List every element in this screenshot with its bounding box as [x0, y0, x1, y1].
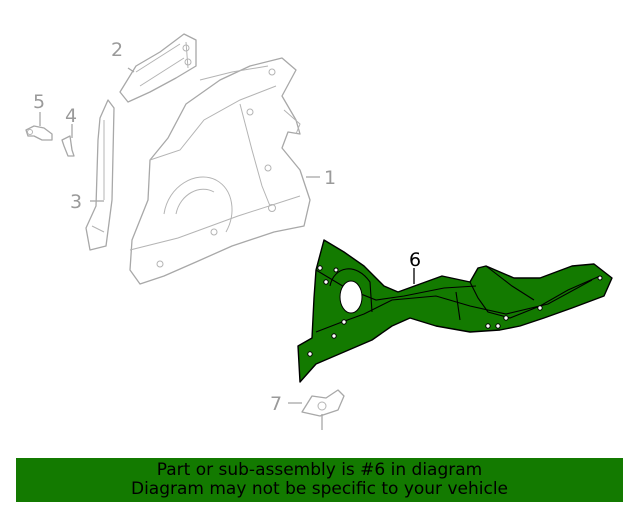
- callout-7: 7: [270, 393, 282, 415]
- part-notice-banner: Part or sub-assembly is #6 in diagram Di…: [16, 458, 623, 502]
- callout-6: 6: [409, 249, 421, 271]
- part-7-mount: [301, 389, 345, 430]
- part-4-clip: [61, 135, 75, 157]
- callout-3: 3: [70, 191, 82, 213]
- leader-lines: [39, 67, 415, 404]
- callout-4: 4: [65, 105, 77, 127]
- part-1-apron-assembly: [129, 57, 311, 285]
- callout-5: 5: [33, 91, 45, 113]
- part-5-bracket: [25, 125, 53, 141]
- banner-line-2: Diagram may not be specific to your vehi…: [130, 479, 508, 499]
- callout-1: 1: [324, 167, 336, 189]
- part-2-upper-rail: [119, 33, 197, 103]
- part-3-pillar: [85, 99, 115, 251]
- banner-line-1: Part or sub-assembly is #6 in diagram: [156, 460, 483, 480]
- part-6-side-member: [297, 239, 613, 383]
- parts-diagram: 1 2 3 4 5 6 7: [25, 33, 613, 430]
- callout-2: 2: [111, 39, 123, 61]
